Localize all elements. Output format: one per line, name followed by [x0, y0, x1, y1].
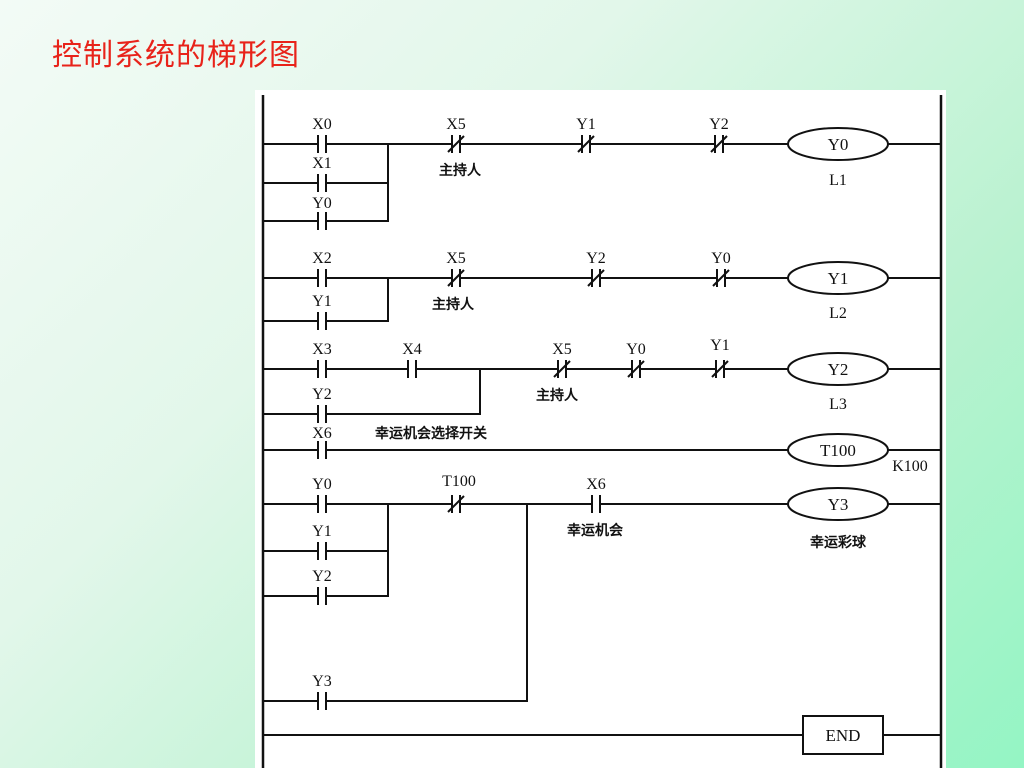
branch-label: X1	[312, 155, 332, 172]
contact-label: Y0	[626, 341, 646, 358]
contact-Y2-nc	[587, 269, 605, 287]
output-coil	[787, 352, 889, 386]
contact-Y0-no	[317, 495, 327, 513]
contact-label: Y1	[576, 116, 596, 133]
output-coil	[787, 487, 889, 521]
coil-caption: L1	[829, 172, 847, 189]
contact-label: X5	[446, 116, 466, 133]
contact-note: 幸运机会	[567, 522, 624, 539]
branch-label: Y2	[312, 568, 332, 585]
coil-label: Y0	[828, 135, 849, 154]
branch-label: Y0	[312, 195, 332, 212]
contact-X4-no	[407, 360, 417, 378]
branch-label: Y3	[312, 673, 332, 690]
contact-note: 幸运机会选择开关	[375, 425, 487, 442]
contact-Y0-no	[317, 212, 327, 230]
contact-X6-no	[317, 441, 327, 459]
contact-Y2-no	[317, 587, 327, 605]
contact-Y1-no	[317, 312, 327, 330]
contact-label: Y2	[586, 250, 606, 267]
coil-label: Y2	[828, 360, 849, 379]
contact-label: Y0	[312, 476, 332, 493]
contact-label: Y2	[709, 116, 729, 133]
timer-setting: K100	[892, 458, 928, 475]
contact-label: X6	[586, 476, 606, 493]
contact-X5-nc	[447, 269, 465, 287]
end-instruction-box	[802, 715, 884, 755]
rung-5: Y0 T100 X6 Y1 Y2 Y3 幸运机会 Y3 幸运彩球	[262, 473, 942, 710]
contact-X6-no	[591, 495, 601, 513]
rung-2: X2 X5 Y2 Y0 Y1 主持人 Y1 L2	[262, 250, 942, 330]
contact-label: X0	[312, 116, 332, 133]
contact-T100-nc	[447, 495, 465, 513]
ladder-diagram-panel: X0 X5 Y1 Y2 X1 Y0 主持人 Y0 L1 X2 X5 Y2 Y0 …	[255, 90, 946, 768]
output-coil	[787, 127, 889, 161]
rung-4: X6 幸运机会选择开关 T100 K100	[262, 425, 942, 475]
rung-1: X0 X5 Y1 Y2 X1 Y0 主持人 Y0 L1	[262, 116, 942, 230]
branch-label: Y2	[312, 386, 332, 403]
contact-label: X3	[312, 341, 332, 358]
contact-Y0-nc	[627, 360, 645, 378]
ladder-diagram: X0 X5 Y1 Y2 X1 Y0 主持人 Y0 L1 X2 X5 Y2 Y0 …	[261, 95, 943, 768]
contact-note: 主持人	[536, 387, 579, 404]
coil-caption: L2	[829, 305, 847, 322]
contact-label: Y1	[710, 337, 730, 354]
contact-Y1-nc	[577, 135, 595, 153]
rung-3: X3 X4 X5 Y0 Y1 Y2 主持人 Y2 L3	[262, 337, 942, 423]
contact-X0-no	[317, 135, 327, 153]
contact-Y1-nc	[711, 360, 729, 378]
coil-caption: L3	[829, 396, 847, 413]
slide-title: 控制系统的梯形图	[52, 38, 300, 73]
contact-note: 主持人	[439, 162, 482, 179]
contact-X1-no	[317, 174, 327, 192]
contact-note: 主持人	[432, 296, 475, 313]
contact-X5-nc	[447, 135, 465, 153]
contact-label: Y0	[711, 250, 731, 267]
contact-Y2-nc	[710, 135, 728, 153]
contact-label: X5	[446, 250, 466, 267]
contact-label: X4	[402, 341, 422, 358]
end-rung: END	[262, 715, 942, 755]
contact-label: T100	[442, 473, 476, 490]
coil-caption: 幸运彩球	[810, 534, 867, 551]
branch-label: Y1	[312, 523, 332, 540]
end-label: END	[826, 726, 861, 745]
coil-label: Y1	[828, 269, 849, 288]
branch-label: Y1	[312, 293, 332, 310]
coil-label: T100	[820, 441, 856, 460]
contact-Y1-no	[317, 542, 327, 560]
contact-X3-no	[317, 360, 327, 378]
timer-coil	[787, 433, 889, 467]
contact-Y2-no	[317, 405, 327, 423]
contact-label: X6	[312, 425, 332, 442]
contact-label: X5	[552, 341, 572, 358]
coil-label: Y3	[828, 495, 849, 514]
output-coil	[787, 261, 889, 295]
contact-label: X2	[312, 250, 332, 267]
contact-X5-nc	[553, 360, 571, 378]
contact-Y0-nc	[712, 269, 730, 287]
contact-Y3-no	[317, 692, 327, 710]
contact-X2-no	[317, 269, 327, 287]
